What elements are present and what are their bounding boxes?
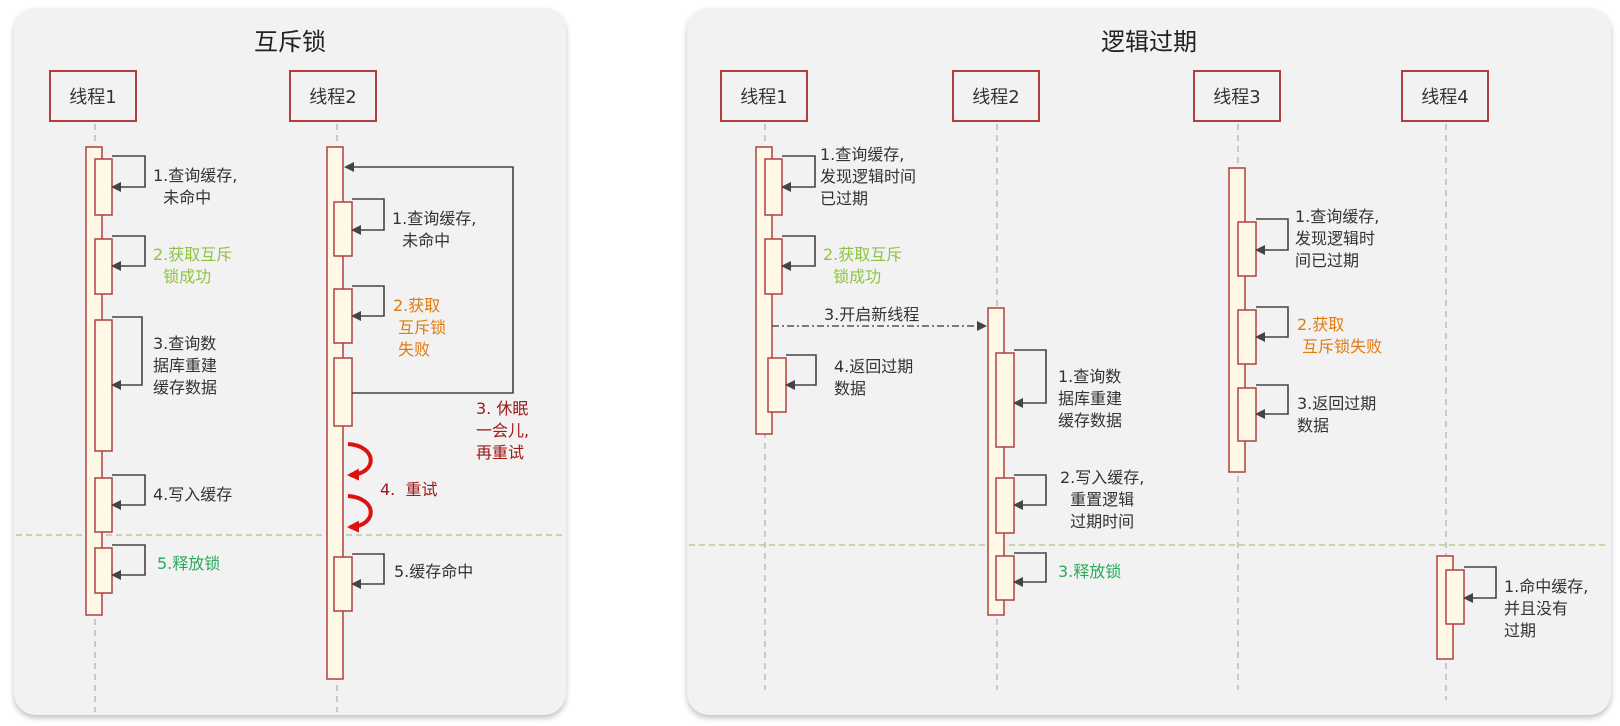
self-arrow-left-t2-s1: [351, 198, 385, 235]
step-left-t1-4: 4.写入缓存: [153, 485, 233, 504]
self-arrow-right-t2-s1: [1013, 349, 1047, 408]
act-left-t1-s4: [94, 477, 113, 533]
thread-box-right-2: 线程2: [952, 70, 1040, 122]
step-right-t1-4: 4.返回过期 数据: [834, 357, 914, 398]
act-left-t1-s2: [94, 238, 113, 295]
step-left-t1-3: 3.查询数 据库重建 缓存数据: [153, 334, 218, 397]
loop-arrow-left-t2-sleep: [344, 162, 514, 394]
self-arrow-left-t2-s2: [351, 285, 385, 321]
self-arrow-right-t4-s1: [1463, 566, 1497, 603]
self-arrow-right-t3-s1: [1255, 218, 1289, 255]
retry-arrow-2: [347, 494, 373, 533]
step-right-t1-2: 2.获取互斥 锁成功: [823, 245, 903, 286]
self-arrow-right-t1-s2: [781, 235, 816, 271]
step-left-t2-4: 4. 重试: [380, 480, 438, 499]
self-arrow-left-t1-s3: [111, 316, 143, 390]
step-left-t1-1: 1.查询缓存, 未命中: [153, 166, 238, 207]
act-right-t3-s2: [1237, 309, 1257, 365]
step-left-t1-5: 5.释放锁: [157, 554, 221, 573]
thread-box-right-3: 线程3: [1193, 70, 1281, 122]
step-right-t1-3: 3.开启新线程: [824, 305, 920, 324]
thread-box-right-1: 线程1: [720, 70, 808, 122]
self-arrow-right-t1-s4: [785, 354, 817, 390]
retry-arrow-1: [347, 442, 373, 481]
step-right-t2-1: 1.查询数 据库重建 缓存数据: [1058, 367, 1123, 430]
self-arrow-right-t2-s3: [1013, 552, 1047, 587]
thread-box-left-2: 线程2: [289, 70, 377, 122]
panel-title-mutex: 互斥锁: [254, 28, 326, 56]
panel-title-logical-expire: 逻辑过期: [1101, 28, 1197, 56]
act-left-t2-s1: [333, 201, 353, 257]
act-right-t1-s4: [767, 357, 787, 413]
step-right-t3-1: 1.查询缓存, 发现逻辑时 间已过期: [1295, 207, 1380, 270]
step-right-t4-1: 1.命中缓存, 并且没有 过期: [1504, 577, 1589, 640]
act-left-t1-s5: [94, 547, 113, 594]
step-left-t2-3: 3. 休眠 一会儿, 再重试: [476, 399, 530, 462]
thread-box-left-1: 线程1: [49, 70, 137, 122]
self-arrow-left-t1-s4: [111, 474, 146, 510]
self-arrow-right-t3-s2: [1255, 306, 1289, 342]
self-arrow-left-t1-s2: [111, 235, 146, 271]
act-left-t2-s3: [333, 357, 353, 427]
act-left-t2-s5: [333, 556, 353, 612]
act-right-t2-s1: [995, 352, 1015, 448]
act-left-t1-s3: [94, 319, 113, 452]
step-right-t1-1: 1.查询缓存, 发现逻辑时间 已过期: [820, 145, 917, 208]
self-arrow-right-t1-s1: [781, 155, 816, 192]
self-arrow-right-t2-s2: [1013, 474, 1047, 510]
step-right-t2-3: 3.释放锁: [1058, 562, 1122, 581]
act-right-t3-s3: [1237, 387, 1257, 442]
self-arrow-right-t3-s3: [1255, 384, 1289, 419]
step-right-t2-2: 2.写入缓存, 重置逻辑 过期时间: [1060, 468, 1145, 531]
act-left-t1-s1: [94, 158, 113, 216]
self-arrow-left-t2-s5: [351, 553, 385, 589]
step-right-t3-3: 3.返回过期 数据: [1297, 394, 1377, 435]
self-arrow-left-t1-s5: [111, 544, 146, 580]
thread-box-right-4: 线程4: [1401, 70, 1489, 122]
step-left-t2-5: 5.缓存命中: [394, 562, 474, 581]
step-left-t2-2: 2.获取 互斥锁 失败: [393, 296, 447, 359]
self-arrow-left-t1-s1: [111, 155, 146, 192]
act-right-t2-s3: [995, 555, 1015, 601]
act-right-t1-s2: [764, 238, 783, 295]
act-right-t4-s1: [1445, 569, 1465, 625]
act-left-t2-s2: [333, 288, 353, 344]
act-right-t1-s1: [764, 158, 783, 216]
act-right-t2-s2: [995, 477, 1015, 534]
step-left-t1-2: 2.获取互斥 锁成功: [153, 245, 233, 286]
act-right-t3-s1: [1237, 221, 1257, 277]
step-left-t2-1: 1.查询缓存, 未命中: [392, 209, 477, 250]
step-right-t3-2: 2.获取 互斥锁失败: [1297, 315, 1383, 356]
